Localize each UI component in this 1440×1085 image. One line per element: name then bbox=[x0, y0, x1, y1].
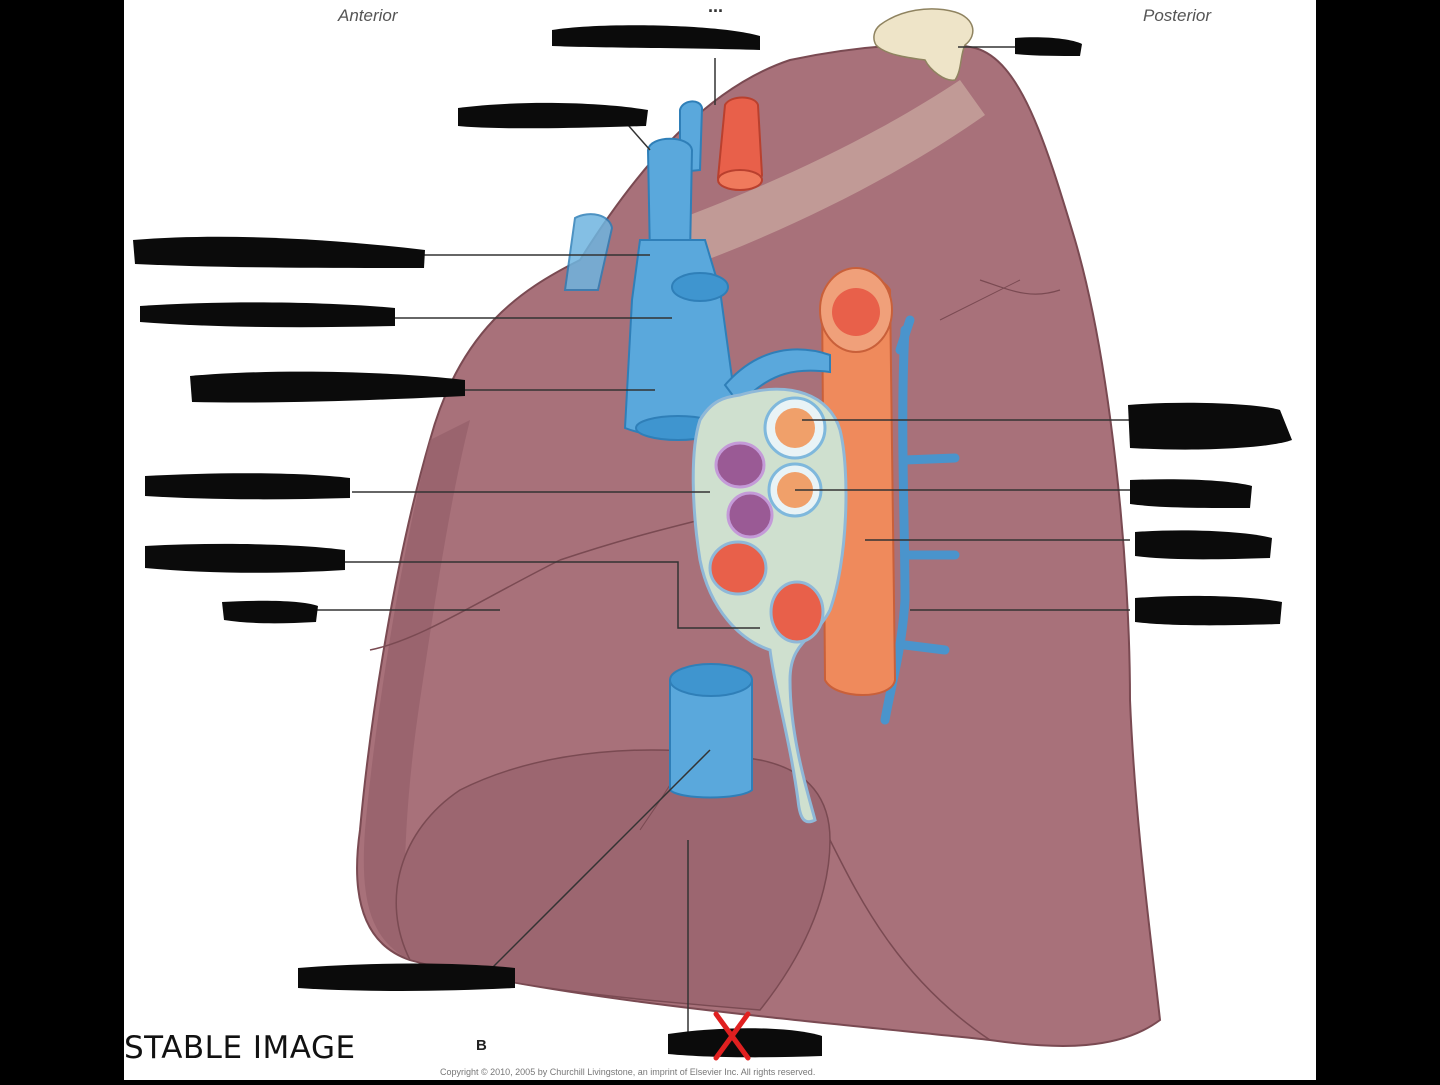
redaction-bar bbox=[1128, 402, 1292, 450]
superior-vena-cava bbox=[623, 239, 831, 441]
redaction-bar bbox=[222, 600, 318, 624]
redaction-bar bbox=[190, 371, 465, 403]
hilum bbox=[691, 387, 848, 824]
redaction-bar bbox=[140, 302, 395, 328]
posterior-label: Posterior bbox=[1143, 6, 1212, 25]
red-x-mark bbox=[713, 1011, 751, 1061]
anterior-label: Anterior bbox=[338, 6, 398, 25]
brachiocephalic-veins bbox=[563, 100, 704, 291]
ellipsis-label: ... bbox=[708, 0, 724, 16]
redaction-bar bbox=[298, 963, 515, 991]
redaction-bar bbox=[1135, 530, 1272, 560]
panel-letter: B bbox=[476, 1037, 487, 1054]
inferior-vena-cava bbox=[669, 663, 753, 799]
redaction-bar bbox=[1135, 595, 1282, 626]
stable-image-caption: STABLE IMAGE bbox=[124, 1030, 356, 1066]
redaction-bar bbox=[1130, 479, 1252, 508]
redaction-bar bbox=[458, 102, 648, 129]
redaction-bar bbox=[145, 543, 345, 573]
esophagus bbox=[819, 267, 897, 696]
copyright-notice: Copyright © 2010, 2005 by Churchill Livi… bbox=[440, 1067, 816, 1077]
apical-groove-band bbox=[650, 80, 985, 270]
common-carotid-artery bbox=[716, 96, 764, 191]
redaction-bar bbox=[552, 25, 760, 50]
leader-lines bbox=[315, 46, 1130, 1040]
redaction-bar bbox=[145, 473, 350, 500]
redaction-bar bbox=[1015, 37, 1082, 56]
vertebra-fragment bbox=[873, 8, 974, 81]
redaction-bar bbox=[668, 1028, 822, 1058]
redaction-bar bbox=[133, 236, 425, 268]
redacted-labels bbox=[133, 25, 1292, 1058]
